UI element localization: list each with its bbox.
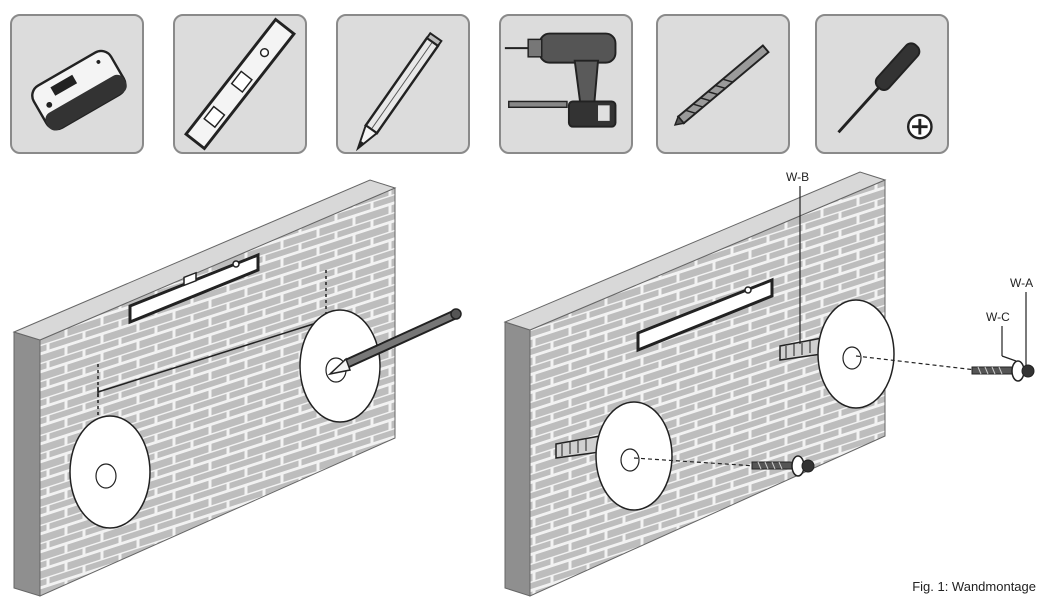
right-disc-lower — [595, 401, 673, 511]
phillips-screwdriver-icon — [837, 42, 933, 140]
label-w-c: W-C — [986, 310, 1010, 324]
tool-tile-drill — [499, 14, 633, 154]
tool-tile-drill-bit — [656, 14, 790, 154]
tool-tile-pencil — [336, 14, 470, 154]
right-disc-upper — [817, 299, 895, 409]
screw-guide-lines — [633, 355, 977, 467]
left-marking-disc-lower — [69, 415, 151, 529]
laser-distance-meter-icon — [31, 49, 127, 131]
spirit-level-icon — [183, 17, 297, 151]
label-leaders — [799, 186, 1027, 365]
tool-tile-spirit-level — [173, 14, 307, 154]
left-spirit-level — [128, 252, 260, 325]
drill-bit-icon — [673, 44, 770, 126]
screw-upper — [971, 360, 1035, 382]
tool-row — [0, 0, 1048, 165]
tool-tile-screwdriver — [815, 14, 949, 154]
figure-caption: Fig. 1: Wandmontage — [912, 579, 1036, 594]
label-w-a: W-A — [1010, 276, 1034, 290]
tool-tile-laser-meter — [10, 14, 144, 154]
label-w-b: W-B — [786, 170, 810, 184]
cordless-drill-icon — [504, 32, 617, 128]
marking-pencil — [327, 308, 462, 376]
screw-lower — [751, 455, 815, 477]
right-spirit-level — [636, 277, 774, 353]
wall-mounting-scene — [12, 171, 1035, 597]
pencil-icon — [355, 31, 443, 152]
